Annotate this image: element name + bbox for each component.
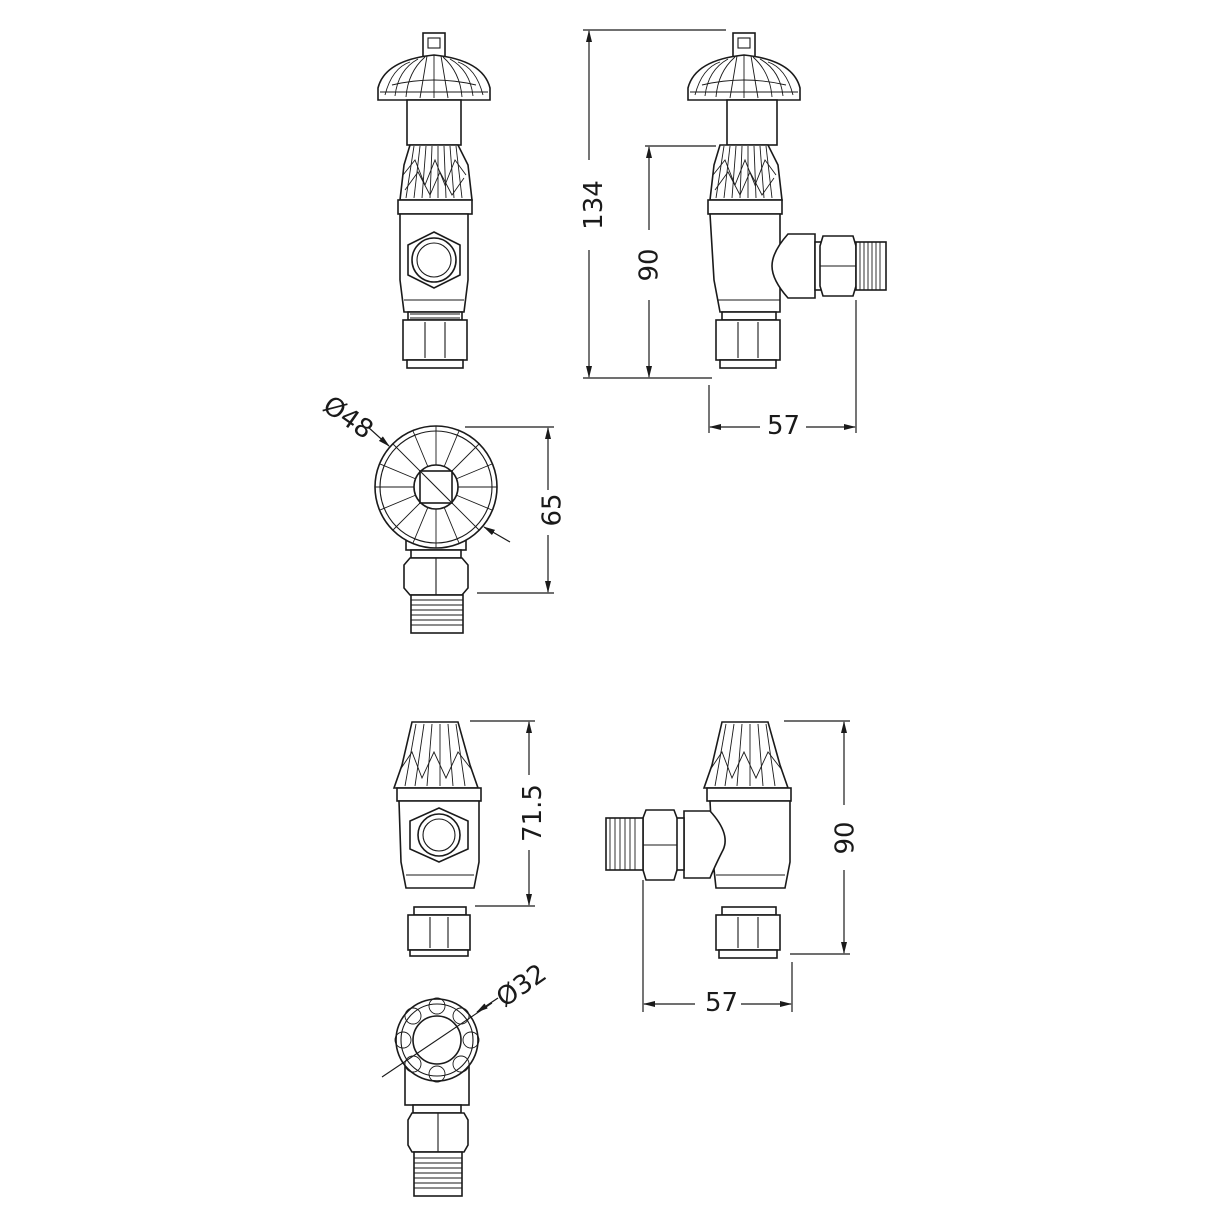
dim-small-side-width-label: 57 [702,990,742,1016]
dim-overall-height-label: 134 [579,177,609,233]
small-valve-side-view [605,721,792,959]
small-valve-front-dimensions [470,720,535,907]
dim-top-height-label: 65 [538,490,568,530]
small-valve-top-dimensions [381,997,499,1078]
small-valve-front-view [392,721,482,957]
small-valve-top-view [394,997,480,1197]
large-valve-side-view [687,32,887,369]
dim-small-side-height-label: 90 [831,818,861,858]
dim-small-front-height-label: 71.5 [518,781,548,845]
dim-body-height-label: 90 [635,245,665,285]
large-valve-front-view [377,32,491,369]
large-valve-top-dimensions [367,426,554,594]
large-valve-top-view [374,425,498,634]
large-valve-side-dimensions [583,29,857,433]
small-valve-side-dimensions [642,720,850,1012]
dim-width-label: 57 [764,413,804,439]
